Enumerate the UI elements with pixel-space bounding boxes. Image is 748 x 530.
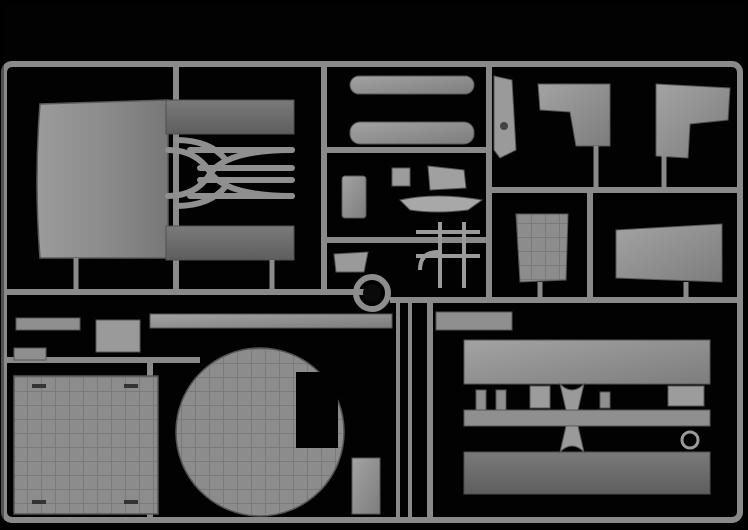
flat-plate-bottom-left: [13, 375, 159, 515]
panel-parts-middle-right: [515, 213, 723, 300]
tube-parts: [349, 75, 517, 159]
sprue-hub: [353, 274, 391, 312]
small-parts-center: [333, 165, 484, 288]
bracket-parts-top-right: [537, 83, 731, 190]
hull-part-top-left: [36, 99, 295, 292]
small-parts-left: [13, 317, 141, 361]
circular-part-bottom: [175, 300, 412, 520]
assembly-bottom-right: [463, 339, 711, 495]
long-strip-part: [149, 311, 513, 331]
